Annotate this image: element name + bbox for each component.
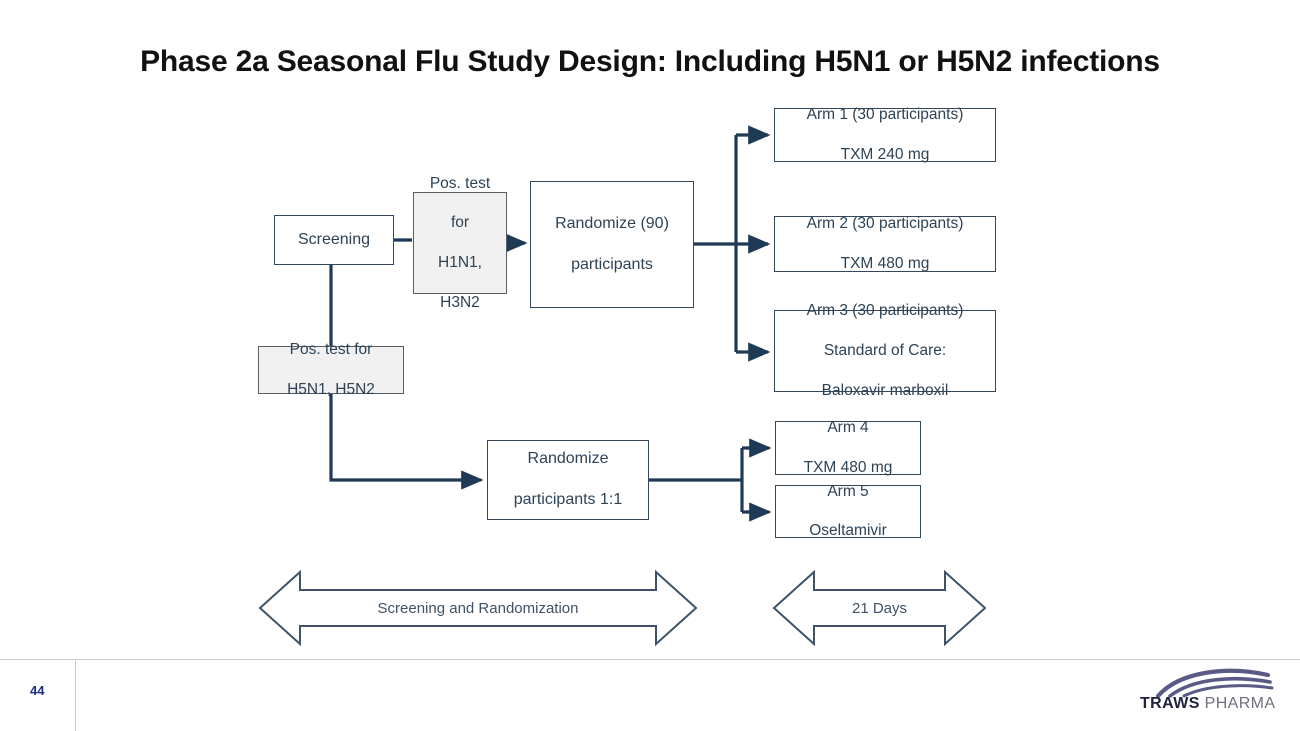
node-arm-5[interactable]: Arm 5 Oseltamivir (775, 482, 921, 541)
node-arm-1-label: Arm 1 (30 participants) TXM 240 mg (781, 105, 989, 164)
footer-divider-vertical (75, 661, 76, 731)
text-line: Randomize (90) (555, 214, 669, 232)
footer-divider-horizontal (0, 659, 1300, 660)
text-line: Standard of Care: (823, 342, 947, 360)
text-line: H1N1, (438, 253, 482, 271)
text-line: for (450, 214, 470, 232)
logo-wordmark-bold: TRAWS (1140, 695, 1200, 712)
node-arm-2-label: Arm 2 (30 participants) TXM 480 mg (781, 214, 989, 273)
node-randomize-1-1[interactable]: Randomize participants 1:1 (487, 440, 649, 520)
node-arm-3[interactable]: Arm 3 (30 participants) Standard of Care… (774, 302, 996, 399)
timeline-banner-screening-label: Screening and Randomization (377, 599, 579, 617)
text-line: Pos. test (429, 174, 491, 192)
text-line: H5N1, H5N2 (287, 380, 375, 398)
study-design-flowchart: Screening Pos. test for H1N1, H3N2 Rando… (258, 105, 996, 649)
timeline-banner-days: 21 Days (772, 567, 987, 649)
double-arrow-icon (772, 569, 987, 647)
text-line: TXM 480 mg (803, 458, 893, 476)
text-line: Arm 5 (827, 482, 869, 500)
page-number: 44 (30, 683, 45, 698)
text-line: H3N2 (440, 293, 480, 311)
text-line: participants 1:1 (513, 491, 623, 509)
text-line: Baloxavir marboxil (821, 381, 949, 399)
double-arrow-icon (258, 569, 698, 647)
node-arm-1[interactable]: Arm 1 (30 participants) TXM 240 mg (774, 105, 996, 164)
node-arm-4[interactable]: Arm 4 TXM 480 mg (775, 418, 921, 477)
node-screening-label: Screening (297, 230, 371, 248)
page-title: Phase 2a Seasonal Flu Study Design: Incl… (140, 45, 1160, 78)
node-positive-test-h5n1-h5n2-label: Pos. test for H5N1, H5N2 (265, 340, 397, 399)
node-positive-test-h1n1-h3n2-label: Pos. test for H1N1, H3N2 (420, 174, 500, 313)
timeline-banner-screening: Screening and Randomization (258, 567, 698, 649)
node-arm-5-label: Arm 5 Oseltamivir (782, 482, 914, 541)
node-arm-4-label: Arm 4 TXM 480 mg (782, 418, 914, 477)
logo-wordmark: TRAWS PHARMA (1140, 695, 1290, 713)
logo-swoosh-icon (1155, 668, 1274, 699)
traws-pharma-logo: TRAWS PHARMA (1140, 665, 1290, 725)
flow-connectors (329, 125, 772, 522)
text-line: Oseltamivir (809, 522, 887, 540)
text-line: Arm 2 (30 participants) (806, 215, 964, 233)
text-line: Arm 3 (30 participants) (806, 302, 964, 320)
node-arm-3-label: Arm 3 (30 participants) Standard of Care… (781, 301, 989, 400)
node-positive-test-h1n1-h3n2[interactable]: Pos. test for H1N1, H3N2 (413, 175, 507, 311)
node-randomize-1-1-label: Randomize participants 1:1 (494, 449, 642, 510)
logo-wordmark-light: PHARMA (1199, 695, 1276, 712)
timeline-banner-days-label: 21 Days (851, 599, 908, 617)
node-positive-test-h5n1-h5n2[interactable]: Pos. test for H5N1, H5N2 (258, 341, 404, 398)
text-line: TXM 480 mg (840, 254, 930, 272)
text-line: Randomize (527, 450, 609, 468)
text-line: Arm 4 (827, 419, 869, 437)
node-arm-2[interactable]: Arm 2 (30 participants) TXM 480 mg (774, 214, 996, 273)
text-line: Arm 1 (30 participants) (806, 106, 964, 124)
node-randomize-90[interactable]: Randomize (90) participants (530, 181, 694, 308)
text-line: TXM 240 mg (840, 145, 930, 163)
text-line: Pos. test for (289, 341, 373, 359)
text-line: participants (571, 255, 653, 273)
node-randomize-90-label: Randomize (90) participants (537, 214, 687, 275)
node-screening[interactable]: Screening (274, 215, 394, 265)
